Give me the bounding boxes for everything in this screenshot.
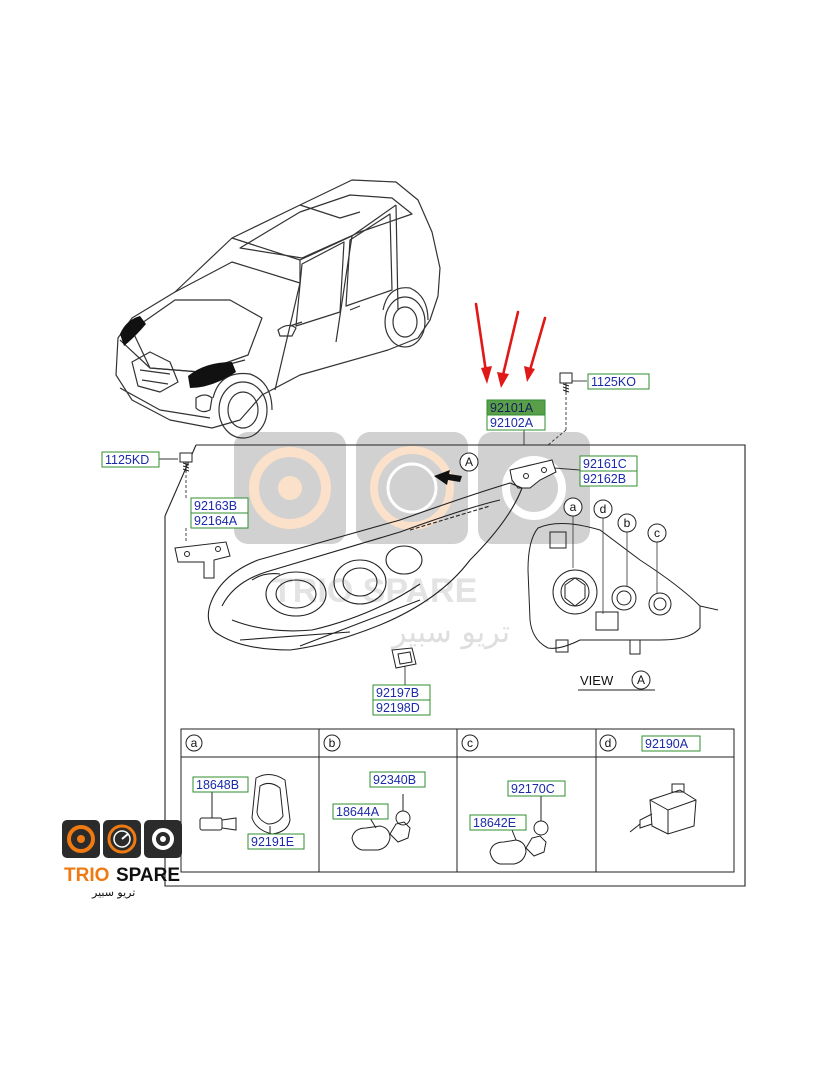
svg-text:VIEW: VIEW [580, 673, 614, 688]
label-1125KD[interactable]: 1125KD [101, 451, 160, 468]
label-92163B[interactable]: 92163B [190, 497, 249, 514]
svg-text:a: a [191, 736, 198, 750]
callout-A-main: A [459, 452, 479, 472]
label-92102A[interactable]: 92102A [486, 414, 546, 431]
label-92161C[interactable]: 92161C [579, 455, 638, 472]
svg-text:92340B: 92340B [373, 773, 416, 787]
label-92164A[interactable]: 92164A [190, 512, 249, 529]
panel-a-parts [199, 774, 291, 835]
svg-text:92101A: 92101A [490, 401, 534, 415]
label-92190A[interactable]: 92190A [641, 735, 701, 752]
svg-text:SPARE: SPARE [116, 865, 180, 886]
view-leaders [572, 516, 658, 614]
panel-b-parts [351, 794, 411, 851]
svg-text:1125KD: 1125KD [105, 453, 149, 467]
red-arrows [474, 302, 547, 377]
svg-text:d: d [600, 502, 607, 516]
headlight-highlight [120, 316, 236, 388]
detail-table [180, 728, 735, 873]
view-callout-d: d [593, 499, 613, 519]
svg-text:92162B: 92162B [583, 472, 626, 486]
svg-text:92163B: 92163B [194, 499, 237, 513]
label-92162B[interactable]: 92162B [579, 470, 638, 487]
panel-header-d: d [599, 734, 617, 752]
bracket-92163B [174, 541, 231, 579]
svg-text:a: a [570, 500, 577, 514]
svg-text:18648B: 18648B [196, 778, 239, 792]
watermark-english: TRIO SPARE [272, 572, 477, 610]
svg-text:92190A: 92190A [645, 737, 689, 751]
svg-text:92102A: 92102A [490, 416, 534, 430]
label-18642E[interactable]: 18642E [469, 814, 527, 831]
panel-c-parts [489, 796, 549, 865]
vehicle-illustration [115, 179, 441, 439]
bolt-1125KD [179, 452, 193, 472]
svg-text:TRIO: TRIO [64, 865, 109, 886]
rear-view-lamp [527, 522, 719, 655]
svg-text:92164A: 92164A [194, 514, 238, 528]
panel-header-b: b [323, 734, 341, 752]
svg-text:92197B: 92197B [376, 686, 419, 700]
svg-text:92170C: 92170C [511, 782, 555, 796]
svg-text:92198D: 92198D [376, 701, 420, 715]
watermark-arabic: تريو سبير [390, 615, 510, 650]
svg-text:18642E: 18642E [473, 816, 516, 830]
svg-text:d: d [605, 736, 612, 750]
view-callout-a: a [563, 497, 583, 517]
svg-text:92161C: 92161C [583, 457, 627, 471]
svg-text:A: A [637, 673, 645, 687]
view-callout-b: b [617, 513, 637, 533]
label-92101A[interactable]: 92101A [486, 399, 546, 416]
panel-header-a: a [185, 734, 203, 752]
svg-text:A: A [465, 455, 473, 469]
panel-header-c: c [461, 734, 479, 752]
bracket-92197B [391, 647, 417, 669]
red-arrowheads [481, 366, 535, 388]
svg-text:b: b [624, 516, 631, 530]
label-92197B[interactable]: 92197B [372, 684, 431, 701]
view-a-label: VIEW A [578, 670, 655, 691]
svg-text:b: b [329, 736, 336, 750]
svg-text:1125KO: 1125KO [591, 375, 636, 389]
svg-text:تريو سبير: تريو سبير [91, 886, 135, 899]
panel-d-parts [629, 783, 697, 835]
label-18648B[interactable]: 18648B [192, 776, 249, 793]
label-92170C[interactable]: 92170C [507, 780, 566, 797]
svg-text:18644A: 18644A [336, 805, 380, 819]
bolt-1125KO [559, 372, 573, 393]
svg-text:c: c [654, 526, 660, 540]
watermark [234, 432, 590, 544]
label-18644A[interactable]: 18644A [332, 803, 389, 820]
view-callout-c: c [647, 523, 667, 543]
label-92191E[interactable]: 92191E [247, 833, 305, 850]
label-92198D[interactable]: 92198D [372, 699, 431, 716]
headlamp-assembly [207, 482, 523, 651]
label-92340B[interactable]: 92340B [369, 771, 426, 788]
label-1125KO[interactable]: 1125KO [587, 373, 650, 390]
svg-text:c: c [467, 736, 473, 750]
view-direction-arrow [434, 470, 462, 485]
svg-text:92191E: 92191E [251, 835, 294, 849]
bracket-92161C [509, 459, 557, 489]
brand-logo: TRIO SPARE تريو سبير [62, 820, 182, 899]
